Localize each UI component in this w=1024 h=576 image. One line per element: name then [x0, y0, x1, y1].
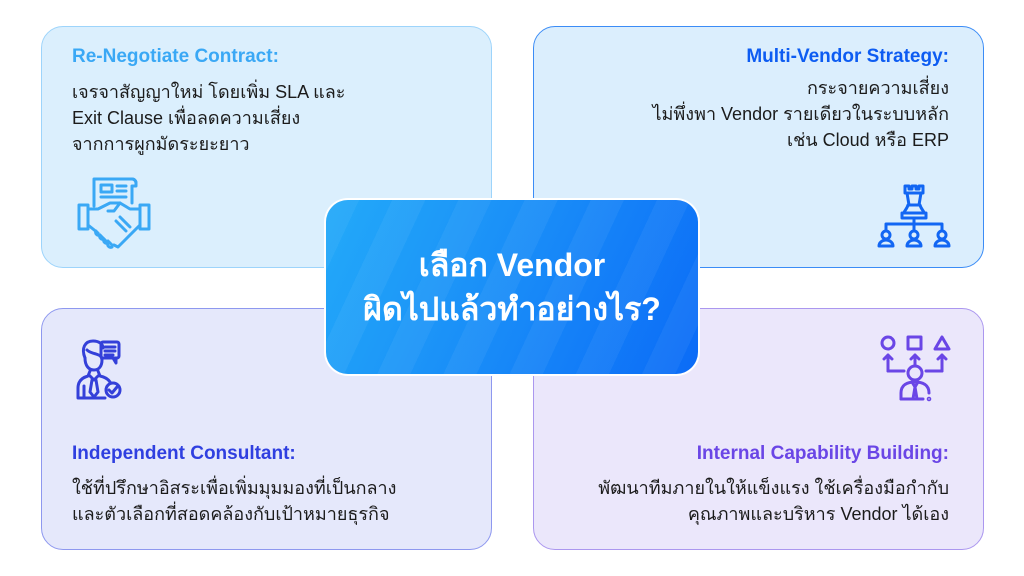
card-re-negotiate-contract: Re-Negotiate Contract: เจรจาสัญญาใหม่ โด… [41, 26, 492, 268]
card-description-line: เช่น Cloud หรือ ERP [786, 130, 949, 150]
card-description-line: กระจายความเสี่ยง [806, 78, 949, 98]
card-description: ใช้ที่ปรึกษาอิสระเพื่อเพิ่มมุมมองที่เป็น… [72, 475, 396, 527]
consultant-icon [76, 339, 122, 400]
card-title: Independent Consultant: [72, 443, 296, 464]
card-description-line: Exit Clause เพื่อลดความเสี่ยง [72, 108, 301, 128]
card-title: Internal Capability Building: [696, 443, 949, 464]
central-question-line-1: เลือก Vendor [418, 247, 606, 283]
card-description-line: และตัวเลือกที่สอดคล้องกับเป้าหมายธุรกิจ [72, 504, 390, 524]
card-title: Multi-Vendor Strategy: [746, 46, 949, 67]
handshake-contract-icon [77, 177, 151, 249]
card-description: เจรจาสัญญาใหม่ โดยเพิ่ม SLA และ Exit Cla… [72, 79, 345, 157]
chess-rook-hierarchy-icon [877, 184, 951, 248]
card-description-line: พัฒนาทีมภายในให้แข็งแรง ใช้เครื่องมือกำก… [598, 478, 949, 498]
card-description-line: ไม่พึ่งพา Vendor รายเดียวในระบบหลัก [652, 104, 950, 124]
card-description-line: จากการผูกมัดระยะยาว [72, 134, 250, 154]
card-description: พัฒนาทีมภายในให้แข็งแรง ใช้เครื่องมือกำก… [598, 475, 949, 527]
card-description-line: คุณภาพและบริหาร Vendor ได้เอง [687, 504, 949, 524]
central-question-box: เลือก Vendor ผิดไปแล้วทำอย่างไร? [326, 200, 698, 374]
card-description: กระจายความเสี่ยง ไม่พึ่งพา Vendor รายเดี… [653, 75, 950, 153]
card-description-line: เจรจาสัญญาใหม่ โดยเพิ่ม SLA และ [72, 82, 346, 102]
card-description-line: ใช้ที่ปรึกษาอิสระเพื่อเพิ่มมุมมองที่เป็น… [72, 478, 397, 498]
team-capability-icon [880, 335, 951, 402]
card-title: Re-Negotiate Contract: [72, 46, 279, 67]
central-question-line-2: ผิดไปแล้วทำอย่างไร? [363, 291, 661, 327]
